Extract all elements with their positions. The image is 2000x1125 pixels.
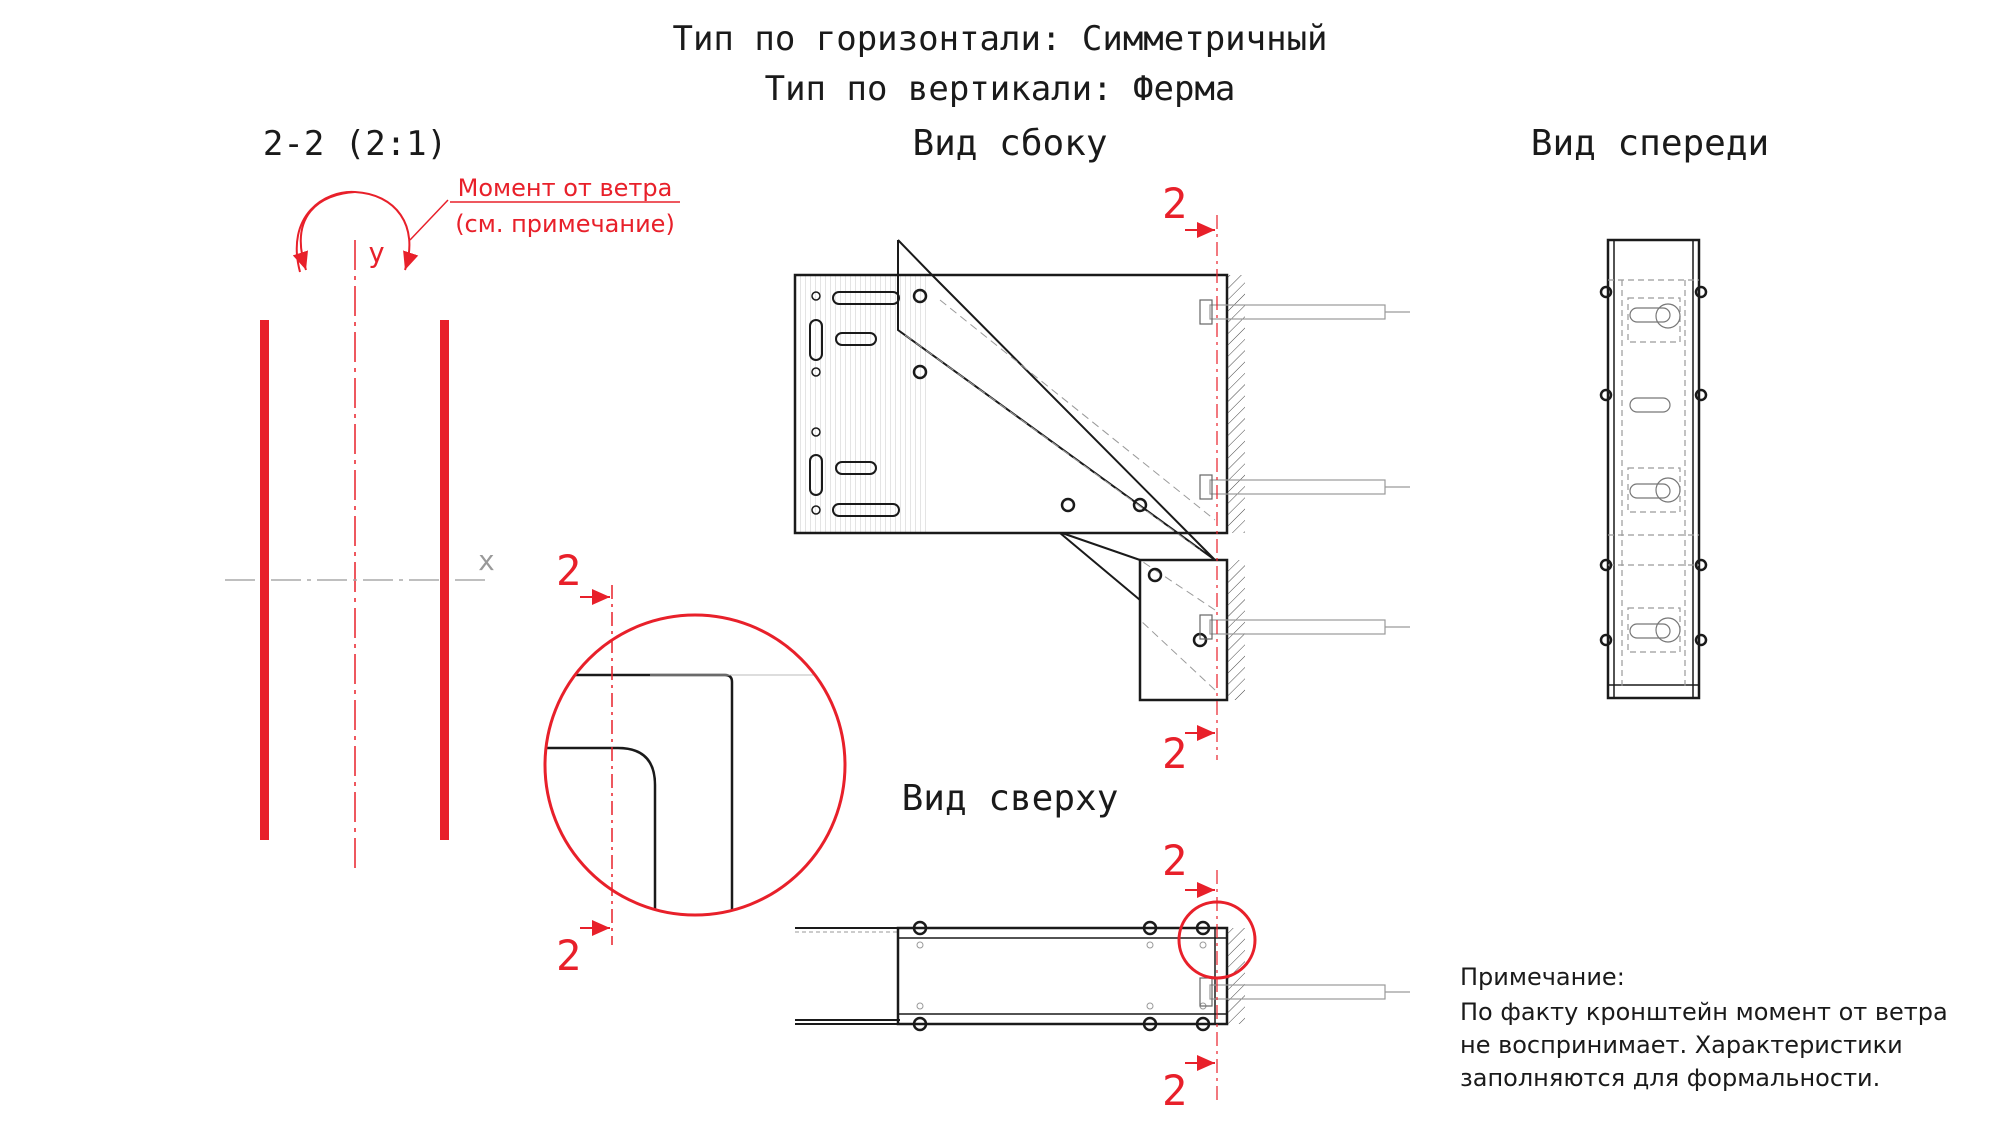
detail-section-mark-top: 2: [556, 546, 581, 595]
top-view-anchor: [1199, 977, 1410, 1007]
side-view-bolts: [912, 288, 1208, 648]
top-section-mark-bottom: 2: [1162, 1066, 1187, 1115]
axis-x-label: x: [478, 544, 495, 577]
section-2-2: 2-2 (2:1) Момент от ветра (см. примечани…: [225, 124, 680, 870]
top-view: Вид сверху 2 2: [795, 778, 1410, 1115]
side-view-lower-hidden: [1139, 559, 1216, 691]
detail-zoom: 2 2: [543, 546, 847, 980]
detail-inner-contour: [545, 746, 657, 915]
side-view-brace-outline: [897, 239, 1216, 561]
section-title: 2-2 (2:1): [263, 124, 447, 164]
note-title: Примечание:: [1460, 963, 1625, 991]
slot-horizontal: [835, 461, 877, 475]
top-view-title: Вид сверху: [902, 778, 1119, 819]
side-section-mark-top: 2: [1162, 179, 1187, 228]
moment-arrow-left: [292, 191, 356, 271]
front-view: Вид спереди: [1531, 123, 1769, 700]
wall-hatch-lower: [1227, 560, 1245, 700]
side-view-anchors: [1199, 299, 1410, 640]
profile-wall-left: [260, 320, 269, 840]
header-title-horizontal: Тип по горизонтали: Симметричный: [672, 19, 1327, 59]
slot-vertical: [809, 319, 823, 361]
wind-moment-note: (см. примечание): [455, 210, 675, 238]
front-view-bolts: [1599, 285, 1708, 647]
front-view-title: Вид спереди: [1531, 123, 1769, 164]
slot-horizontal: [832, 503, 900, 517]
note-line-2: не воспринимает. Характеристики: [1460, 1031, 1903, 1059]
side-view: Вид сбоку: [793, 123, 1410, 778]
note-block: Примечание: По факту кронштейн момент от…: [1460, 963, 1948, 1092]
header-title-vertical: Тип по вертикали: Ферма: [765, 69, 1236, 109]
top-view-holes: [916, 941, 1207, 1010]
side-view-brace-hidden: [904, 299, 1216, 551]
side-view-ribbed-zone: [795, 275, 930, 533]
front-view-body: [1606, 238, 1701, 700]
slot-horizontal: [832, 291, 900, 305]
detail-outer-contour: [545, 673, 734, 915]
top-section-mark-top: 2: [1162, 836, 1187, 885]
detail-section-mark-bottom: 2: [556, 931, 581, 980]
side-view-slots: [809, 291, 900, 517]
side-section-mark-bottom: 2: [1162, 729, 1187, 778]
wall-hatch-upper: [1227, 275, 1245, 533]
wall-hatch-top: [1227, 928, 1245, 1024]
moment-arrow-right: [295, 190, 419, 273]
wind-moment-label: Момент от ветра: [458, 174, 673, 202]
front-view-slots: [1629, 303, 1681, 643]
moment-leader-line: [409, 199, 449, 241]
axis-y-label: y: [368, 236, 385, 269]
note-line-1: По факту кронштейн момент от ветра: [1460, 998, 1948, 1026]
side-view-title: Вид сбоку: [912, 123, 1107, 164]
side-view-brace-bottom: [1059, 532, 1141, 601]
slot-vertical: [809, 454, 823, 496]
profile-wall-right: [440, 320, 449, 840]
detail-circle: [543, 613, 847, 917]
front-view-hidden: [1608, 279, 1699, 690]
side-view-holes: [811, 291, 821, 515]
note-line-3: заполняются для формальности.: [1460, 1064, 1880, 1092]
top-view-bolts: [912, 920, 1211, 1032]
slot-horizontal: [835, 332, 877, 346]
